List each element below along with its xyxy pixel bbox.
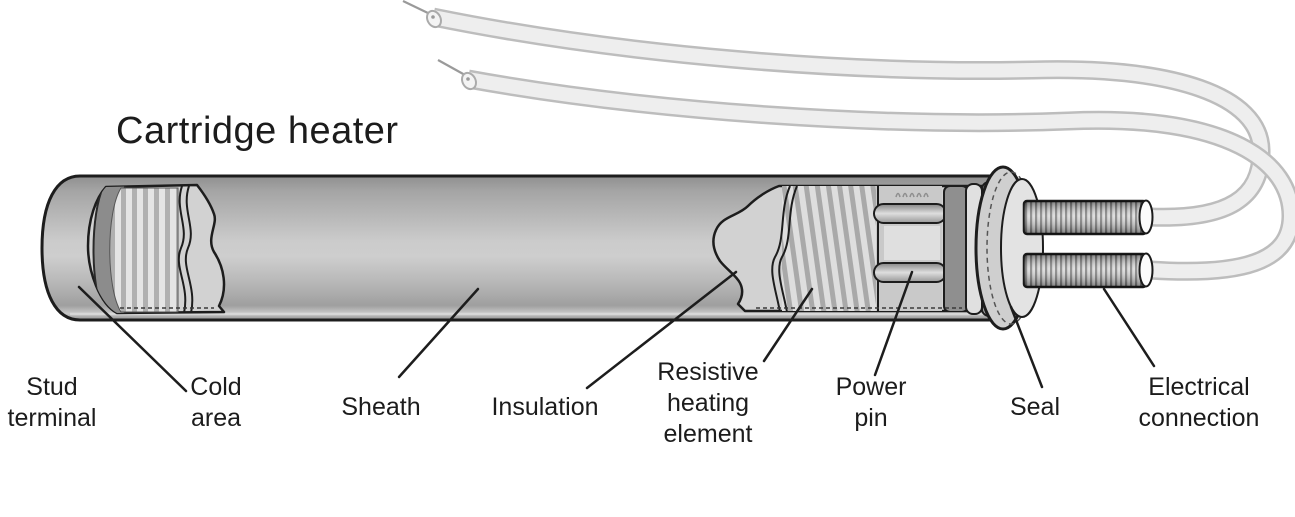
heating-coil [782,186,882,311]
label-stud-terminal: Stud terminal [7,373,97,432]
ceramic-face [884,226,940,260]
coil-boundary-b [778,186,798,311]
leader-line-sheath [397,287,480,379]
lead-wire-upper [402,0,1271,227]
leader-lines [77,270,1156,393]
stud-end-upper [1138,199,1154,235]
leader-line-power-pin [873,270,914,377]
wire-tip-strand-lower [437,59,466,76]
stud-end-lower [1138,252,1154,288]
right-cutaway [712,184,1002,313]
seal-dark-band [943,186,969,311]
terminal-stud-lower [1022,252,1154,289]
label-insulation: Insulation [491,393,599,421]
terminal-stud-upper [1022,199,1154,236]
diagram-title: Cartridge heater [116,110,399,152]
label-resistive-heating-element: Resistive heating element [657,358,759,448]
leader-line-seal [1009,305,1044,389]
power-pins [873,203,947,283]
wire-cut-end-lower [461,71,477,91]
left-cutaway [86,183,226,315]
end-cap-face [1000,178,1044,318]
leader-line-resistive-heating-element [762,287,814,363]
leader-line-cold-area [77,285,188,393]
insulation-boundary-left-a [177,185,187,313]
power-pin-upper [873,203,947,224]
insulation-boundary-left-b [184,185,194,313]
label-sheath: Sheath [341,393,421,421]
lead-wire-lower [437,59,1295,281]
cold-area-coil [109,187,179,313]
label-cold-area: Cold area [190,373,242,432]
ceramic-tick-marks [895,192,929,198]
label-electrical-connection: Electrical connection [1138,373,1260,432]
label-seal: Seal [1009,393,1061,421]
coil-boundary-a [771,186,791,311]
wire-cut-end-upper [426,9,442,29]
end-cap [974,165,1044,331]
label-power-pin: Power pin [835,373,907,432]
wire-tip-strand-upper [402,0,431,15]
leader-line-insulation [585,270,738,390]
leader-line-electrical-connection [1102,287,1156,368]
